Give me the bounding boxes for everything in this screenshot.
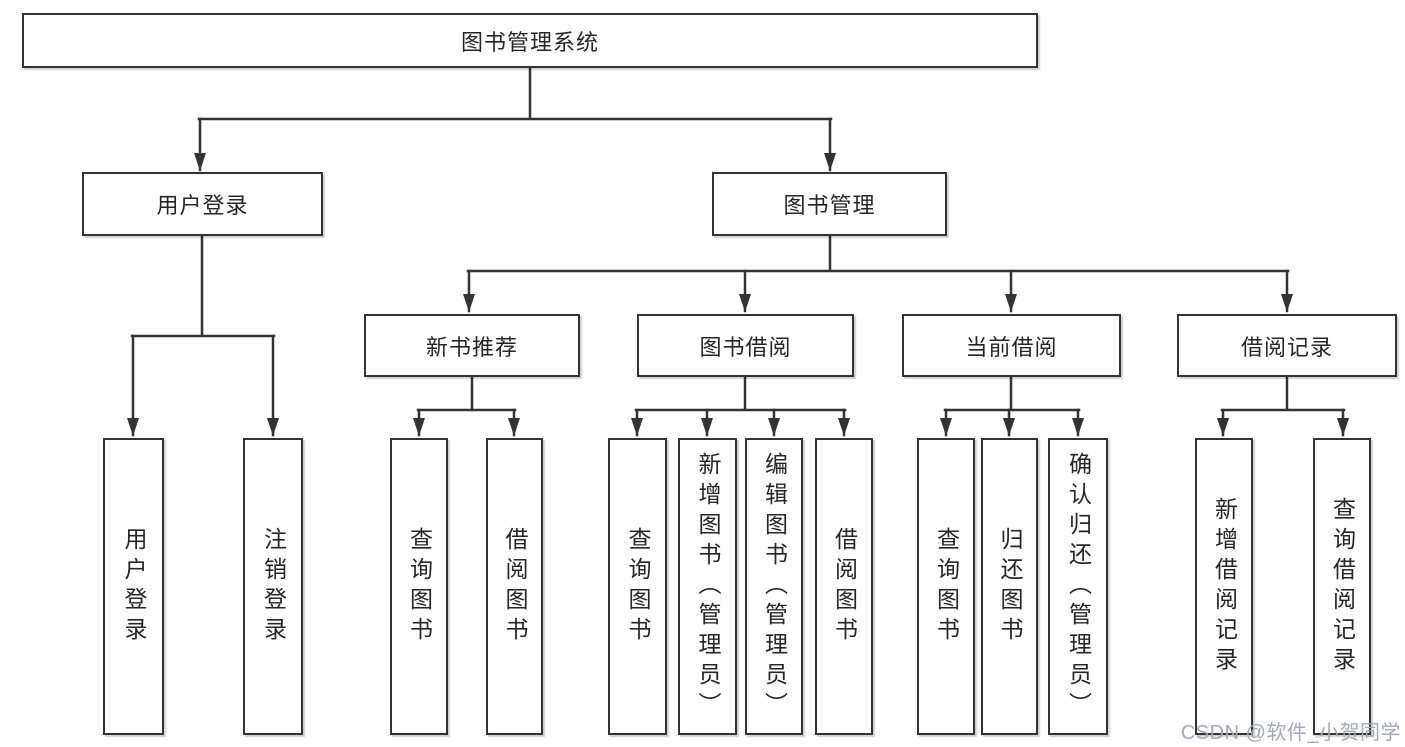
node-user-login-label: 用户登录	[156, 193, 249, 218]
node-book-management-label: 图书管理	[783, 193, 876, 218]
connector-new-book-rec-trunk	[416, 375, 517, 412]
node-leaf-borrow-book-2: 借阅图书	[815, 438, 873, 735]
connector-current-borrow-trunk	[943, 375, 1081, 412]
connector-user-login-trunk	[130, 234, 276, 338]
node-leaf-logout: 注销登录	[243, 438, 303, 735]
connector-book-mgmt-trunk	[466, 234, 1290, 273]
connector-root-trunk	[197, 65, 833, 121]
node-leaf-add-borrow-record-label: 新增借阅记录	[1211, 496, 1238, 677]
node-leaf-add-book-admin: 新增图书（管理员）	[678, 438, 737, 735]
csdn-watermark: CSDN @软件_小贺同学	[1180, 722, 1401, 744]
node-leaf-return-book-label: 归还图书	[997, 526, 1023, 647]
node-leaf-confirm-return-admin-label: 确认归还（管理员）	[1065, 451, 1092, 722]
node-book-borrow: 图书借阅	[637, 314, 854, 377]
node-leaf-query-borrow-record: 查询借阅记录	[1313, 438, 1371, 735]
node-borrow-records: 借阅记录	[1177, 314, 1397, 377]
node-user-login: 用户登录	[82, 172, 323, 236]
node-leaf-logout-label: 注销登录	[260, 526, 287, 647]
node-leaf-edit-book-admin-label: 编辑图书（管理员）	[761, 451, 788, 722]
node-root-system: 图书管理系统	[22, 13, 1038, 68]
node-leaf-borrow-book-1-label: 借阅图书	[502, 526, 528, 647]
node-leaf-return-book: 归还图书	[981, 438, 1038, 735]
node-leaf-borrow-book-1: 借阅图书	[486, 438, 543, 735]
node-leaf-add-borrow-record: 新增借阅记录	[1195, 438, 1253, 735]
node-leaf-query-book-1-label: 查询图书	[406, 526, 433, 647]
node-borrow-records-label: 借阅记录	[1240, 334, 1333, 360]
node-leaf-query-book-3: 查询图书	[917, 438, 975, 735]
node-current-borrow-label: 当前借阅	[965, 334, 1058, 360]
node-leaf-user-login-label: 用户登录	[121, 526, 147, 647]
connector-borrow-records-trunk	[1220, 375, 1346, 412]
node-leaf-edit-book-admin: 编辑图书（管理员）	[745, 438, 803, 735]
node-book-management: 图书管理	[712, 172, 947, 236]
node-new-book-recommend: 新书推荐	[364, 314, 580, 377]
node-leaf-confirm-return-admin: 确认归还（管理员）	[1048, 438, 1108, 735]
node-leaf-query-book-2: 查询图书	[608, 438, 667, 735]
node-leaf-borrow-book-2-label: 借阅图书	[831, 526, 858, 647]
node-root-system-label: 图书管理系统	[460, 29, 599, 55]
node-leaf-query-book-3-label: 查询图书	[933, 526, 960, 647]
node-leaf-query-book-1: 查询图书	[390, 438, 448, 735]
node-leaf-query-book-2-label: 查询图书	[625, 526, 651, 647]
node-new-book-recommend-label: 新书推荐	[425, 334, 518, 360]
node-leaf-user-login: 用户登录	[103, 438, 164, 735]
node-leaf-query-borrow-record-label: 查询借阅记录	[1329, 496, 1356, 677]
connector-book-borrow-trunk	[634, 375, 847, 412]
node-current-borrow: 当前借阅	[902, 314, 1121, 377]
node-leaf-add-book-admin-label: 新增图书（管理员）	[695, 451, 721, 722]
node-book-borrow-label: 图书借阅	[699, 334, 792, 360]
